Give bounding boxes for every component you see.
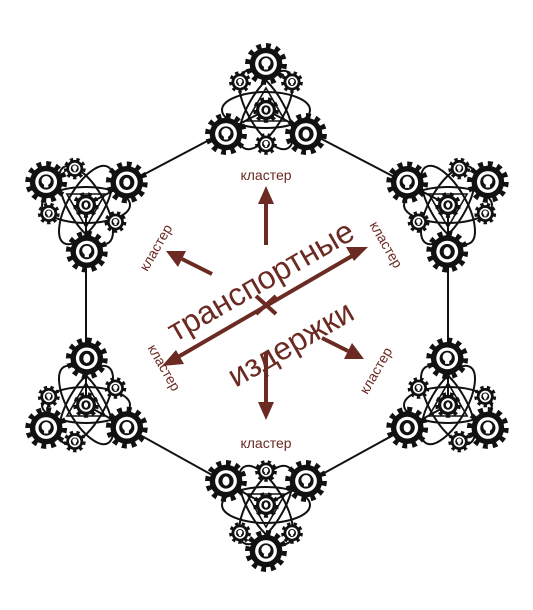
small-gear-icon xyxy=(448,158,470,180)
small-gear-icon xyxy=(104,377,126,399)
gear-cluster xyxy=(205,458,327,572)
small-gear-icon xyxy=(64,431,86,453)
gear-cluster xyxy=(386,158,509,273)
small-gear-icon xyxy=(281,522,303,544)
lightbulb-gear-icon xyxy=(386,161,428,203)
bug-gear-icon xyxy=(435,192,461,218)
gear-cluster xyxy=(205,43,327,157)
small-gear-icon xyxy=(255,133,277,155)
bug-gear-icon xyxy=(205,460,247,502)
small-gear-icon xyxy=(229,522,251,544)
gear-cluster xyxy=(25,158,148,273)
lightbulb-gear-icon xyxy=(205,113,247,155)
lightbulb-gear-icon xyxy=(106,407,148,449)
lightbulb-gear-icon xyxy=(245,43,287,85)
lightbulb-gear-icon xyxy=(467,407,509,449)
lightbulb-gear-icon xyxy=(66,231,108,273)
small-gear-icon xyxy=(229,71,251,93)
cluster-label-lower-right: кластер xyxy=(356,344,395,396)
small-gear-icon xyxy=(448,431,470,453)
lightbulb-gear-icon xyxy=(245,530,287,572)
lightbulb-gear-icon xyxy=(25,161,67,203)
small-gear-icon xyxy=(408,377,430,399)
small-gear-icon xyxy=(281,71,303,93)
bug-gear-icon xyxy=(426,231,468,273)
lightbulb-gear-icon xyxy=(25,407,67,449)
small-gear-icon xyxy=(474,386,496,408)
bug-gear-icon xyxy=(73,392,99,418)
bug-gear-icon xyxy=(386,407,428,449)
cluster-label-top: кластер xyxy=(240,167,291,183)
cluster-label-bottom: кластер xyxy=(240,435,291,451)
lightbulb-gear-icon xyxy=(467,161,509,203)
lightbulb-gear-icon xyxy=(426,337,468,379)
lightbulb-gear-icon xyxy=(285,460,327,502)
bug-gear-icon xyxy=(106,161,148,203)
arrow-up-head xyxy=(258,186,274,204)
cluster-label-lower-left: кластер xyxy=(145,341,184,393)
bug-gear-icon xyxy=(253,97,279,123)
bug-gear-icon xyxy=(435,392,461,418)
bug-gear-icon xyxy=(73,192,99,218)
bug-gear-icon xyxy=(285,113,327,155)
small-gear-icon xyxy=(38,386,60,408)
bug-gear-icon xyxy=(253,492,279,518)
small-gear-icon xyxy=(255,460,277,482)
cluster-label-upper-left: кластер xyxy=(136,221,175,273)
cluster-label-upper-right: кластер xyxy=(367,218,406,270)
bug-gear-icon xyxy=(66,337,108,379)
arrow-down-head xyxy=(258,402,274,420)
small-gear-icon xyxy=(64,158,86,180)
arrow-upper-left xyxy=(182,259,212,274)
